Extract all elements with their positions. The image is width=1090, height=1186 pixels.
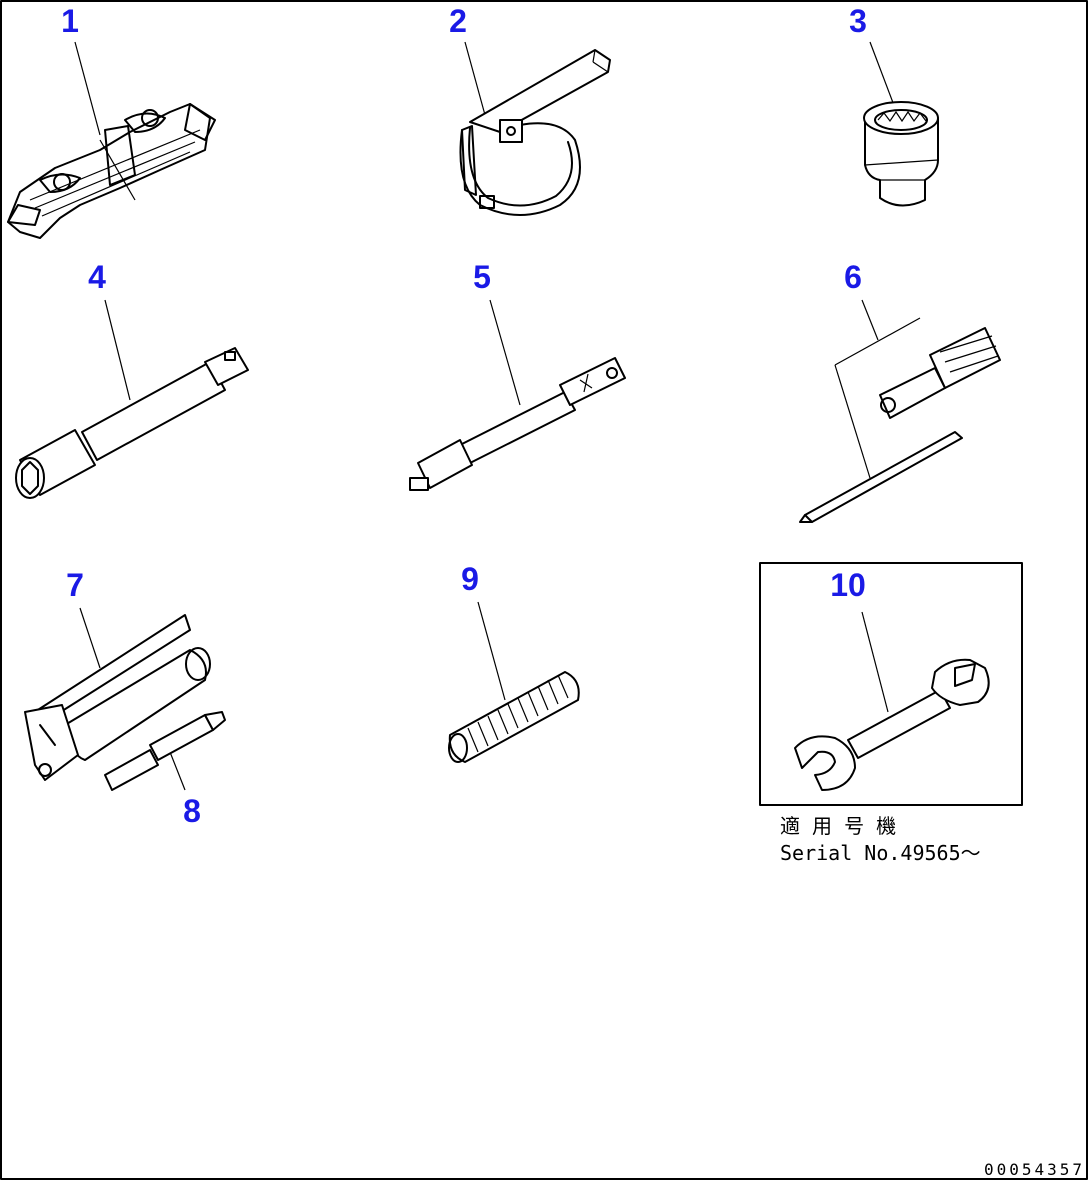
leader-4 bbox=[104, 299, 131, 401]
item-10-spanner: 10 bbox=[759, 562, 1023, 806]
leader-3 bbox=[869, 41, 896, 109]
callout-6: 6 bbox=[844, 259, 862, 295]
item-3-socket: 3 bbox=[849, 3, 939, 207]
item-5-long-extension: 5 bbox=[409, 259, 626, 491]
leader-5 bbox=[489, 299, 521, 406]
leader-1 bbox=[74, 41, 101, 136]
callout-10: 10 bbox=[830, 567, 866, 603]
leader-6 bbox=[861, 299, 879, 341]
item-9-spring: 9 bbox=[448, 561, 580, 763]
item-8-nozzle: 8 bbox=[104, 711, 226, 829]
callout-5: 5 bbox=[473, 259, 491, 295]
leader-8 bbox=[169, 751, 186, 791]
callout-9: 9 bbox=[461, 561, 479, 597]
item-7-grease-gun: 7 bbox=[24, 567, 211, 781]
callout-8: 8 bbox=[183, 793, 201, 829]
leader-10 bbox=[861, 611, 889, 713]
leader-9 bbox=[477, 601, 506, 701]
leader-7 bbox=[79, 607, 101, 669]
serial-note-applicable-label: 適 用 号 機 bbox=[780, 814, 896, 838]
item-10-frame bbox=[759, 562, 1023, 806]
serial-note-serial-number: Serial No.49565〜 bbox=[780, 841, 981, 865]
callout-4: 4 bbox=[88, 259, 106, 295]
callout-3: 3 bbox=[849, 3, 867, 39]
item-2-filter-wrench: 2 bbox=[449, 3, 611, 216]
callout-7: 7 bbox=[66, 567, 84, 603]
leader-2 bbox=[464, 41, 486, 116]
item-6-screwdriver: 6 bbox=[799, 259, 1001, 523]
callout-2: 2 bbox=[449, 3, 467, 39]
item-1-wrench-set: 1 bbox=[7, 3, 216, 239]
item-4-extension-bar: 4 bbox=[15, 259, 249, 499]
callout-1: 1 bbox=[61, 3, 79, 39]
drawing-number: 00054357 bbox=[984, 1160, 1085, 1179]
